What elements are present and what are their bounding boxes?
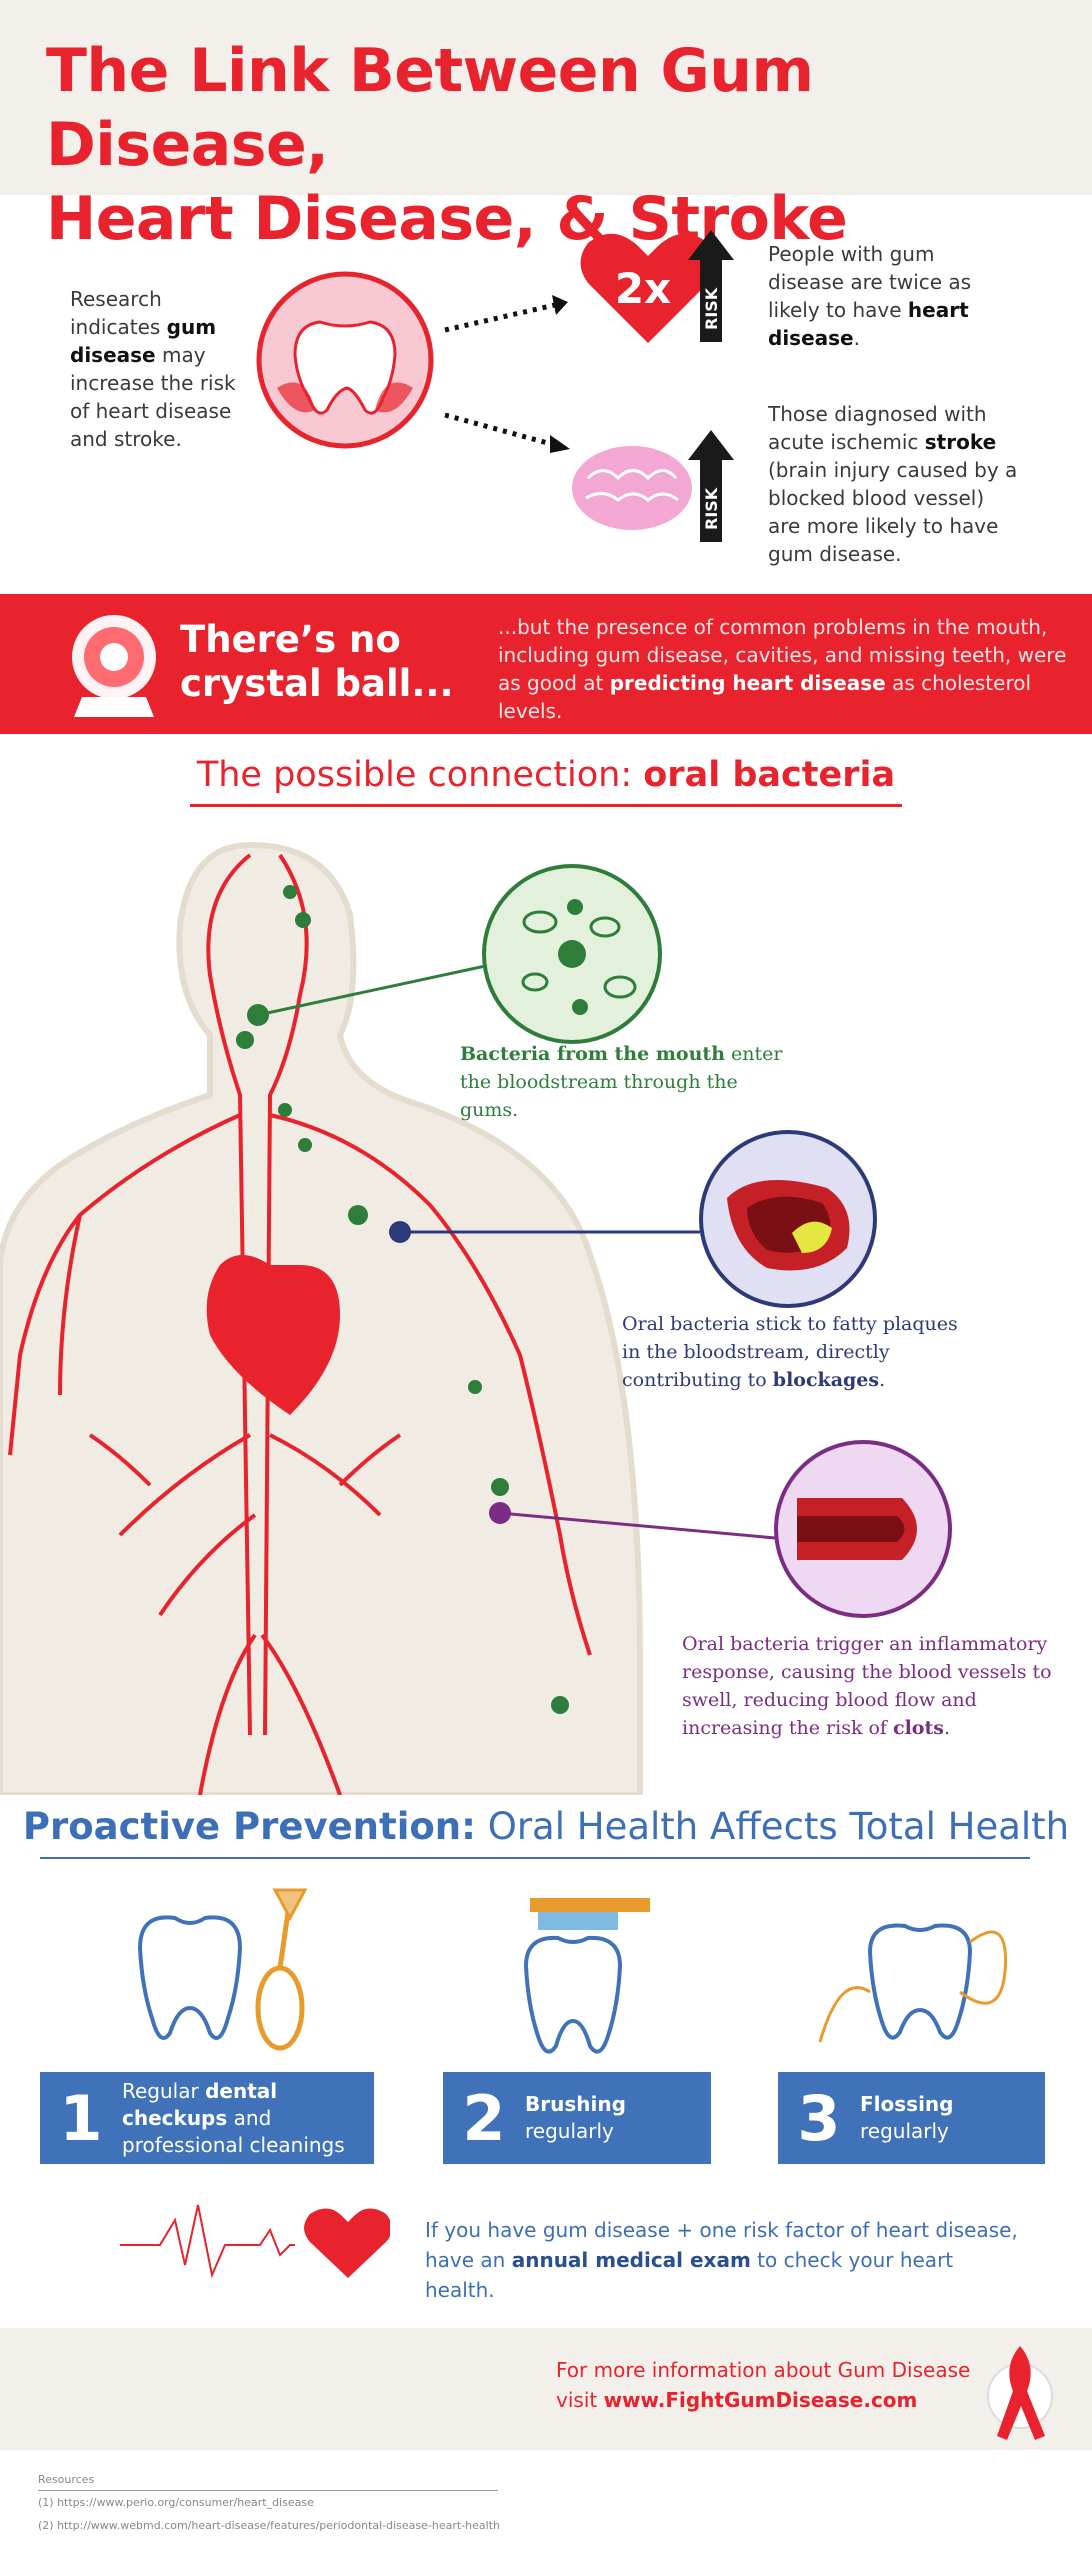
more-info-text: For more information about Gum Disease v… bbox=[556, 2358, 971, 2412]
exam-text: If you have gum disease + one risk facto… bbox=[425, 2218, 1018, 2302]
heartbeat-icon bbox=[120, 2204, 390, 2279]
svg-text:2x: 2x bbox=[615, 264, 671, 313]
banner-text: ...but the presence of common problems i… bbox=[498, 615, 1067, 723]
callout-inflammation: Oral bacteria trigger an inflammatory re… bbox=[682, 1633, 1052, 1739]
prevention-heading: Proactive Prevention: Oral Health Affect… bbox=[22, 1805, 1070, 1848]
website-link[interactable]: www.FightGumDisease.com bbox=[603, 2388, 918, 2412]
body-illustration bbox=[0, 841, 643, 1795]
svg-text:RISK: RISK bbox=[702, 287, 721, 330]
tip-flossing: 3 Flossing regularly bbox=[778, 2072, 1045, 2164]
footer-band bbox=[0, 2328, 1092, 2450]
divider bbox=[190, 804, 902, 807]
resources-heading: Resources bbox=[38, 2473, 95, 2486]
toothbrush-icon bbox=[523, 1898, 650, 2054]
resource-link[interactable]: (1) https://www.perio.org/consumer/heart… bbox=[38, 2496, 314, 2509]
svg-text:RISK: RISK bbox=[702, 487, 721, 530]
callout-plaque: Oral bacteria stick to fatty plaques in … bbox=[622, 1313, 958, 1391]
inflamed-vessel-icon bbox=[774, 1440, 952, 1618]
mirror-icon bbox=[137, 1888, 308, 2051]
crystal-ball-banner bbox=[0, 594, 1092, 734]
tip-dental-checkups: 1 Regular dental checkups and profession… bbox=[40, 2072, 374, 2164]
divider bbox=[38, 2490, 498, 2491]
awareness-ribbon-icon bbox=[987, 2346, 1053, 2440]
tip-brushing: 2 Brushing regularly bbox=[443, 2072, 711, 2164]
floss-icon bbox=[818, 1923, 1008, 2043]
stroke-risk-text: Those diagnosed with acute ischemic stro… bbox=[768, 402, 1018, 566]
brain-icon bbox=[572, 446, 692, 530]
callout-connectors bbox=[247, 963, 776, 1540]
tooth-icon bbox=[256, 271, 434, 449]
resource-link[interactable]: (2) http://www.webmd.com/heart-disease/f… bbox=[38, 2519, 500, 2532]
callout-bacteria: Bacteria from the mouth enter the bloods… bbox=[460, 1043, 783, 1121]
dotted-arrows bbox=[444, 295, 570, 453]
header-band bbox=[0, 0, 1092, 195]
page-title: The Link Between Gum Disease, Heart Dise… bbox=[46, 36, 848, 254]
banner-title: There’s no crystal ball... bbox=[180, 618, 454, 705]
connection-heading: The possible connection: oral bacteria bbox=[196, 755, 896, 795]
risk-arrow-icon: RISK bbox=[688, 230, 734, 342]
heart-risk-text: People with gum disease are twice as lik… bbox=[768, 242, 972, 350]
bacteria-icon bbox=[482, 864, 662, 1044]
intro-text: Research indicates gum disease may incre… bbox=[70, 287, 236, 451]
risk-arrow-icon: RISK bbox=[688, 430, 734, 542]
artery-plaque-icon bbox=[699, 1130, 877, 1308]
crystal-ball-icon bbox=[72, 615, 156, 717]
divider bbox=[40, 1857, 1030, 1859]
heart-icon: 2x bbox=[580, 233, 716, 343]
